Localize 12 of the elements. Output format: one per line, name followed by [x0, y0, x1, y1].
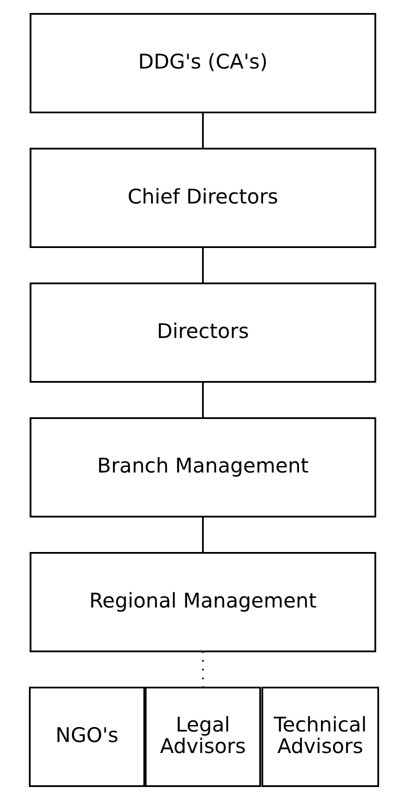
- node-box: Branch Management: [30, 417, 376, 518]
- node-box: Chief Directors: [30, 148, 376, 248]
- node-box: Technical Advisors: [261, 686, 380, 787]
- connector: [202, 247, 204, 284]
- node-box: Legal Advisors: [144, 686, 261, 787]
- connector: [202, 516, 204, 552]
- connector: [202, 382, 204, 418]
- node-box: Regional Management: [30, 552, 376, 652]
- node-box: NGO's: [28, 686, 146, 787]
- connector: [202, 112, 204, 148]
- node-box: Directors: [30, 282, 376, 383]
- node-box: DDG's (CA's): [30, 13, 376, 114]
